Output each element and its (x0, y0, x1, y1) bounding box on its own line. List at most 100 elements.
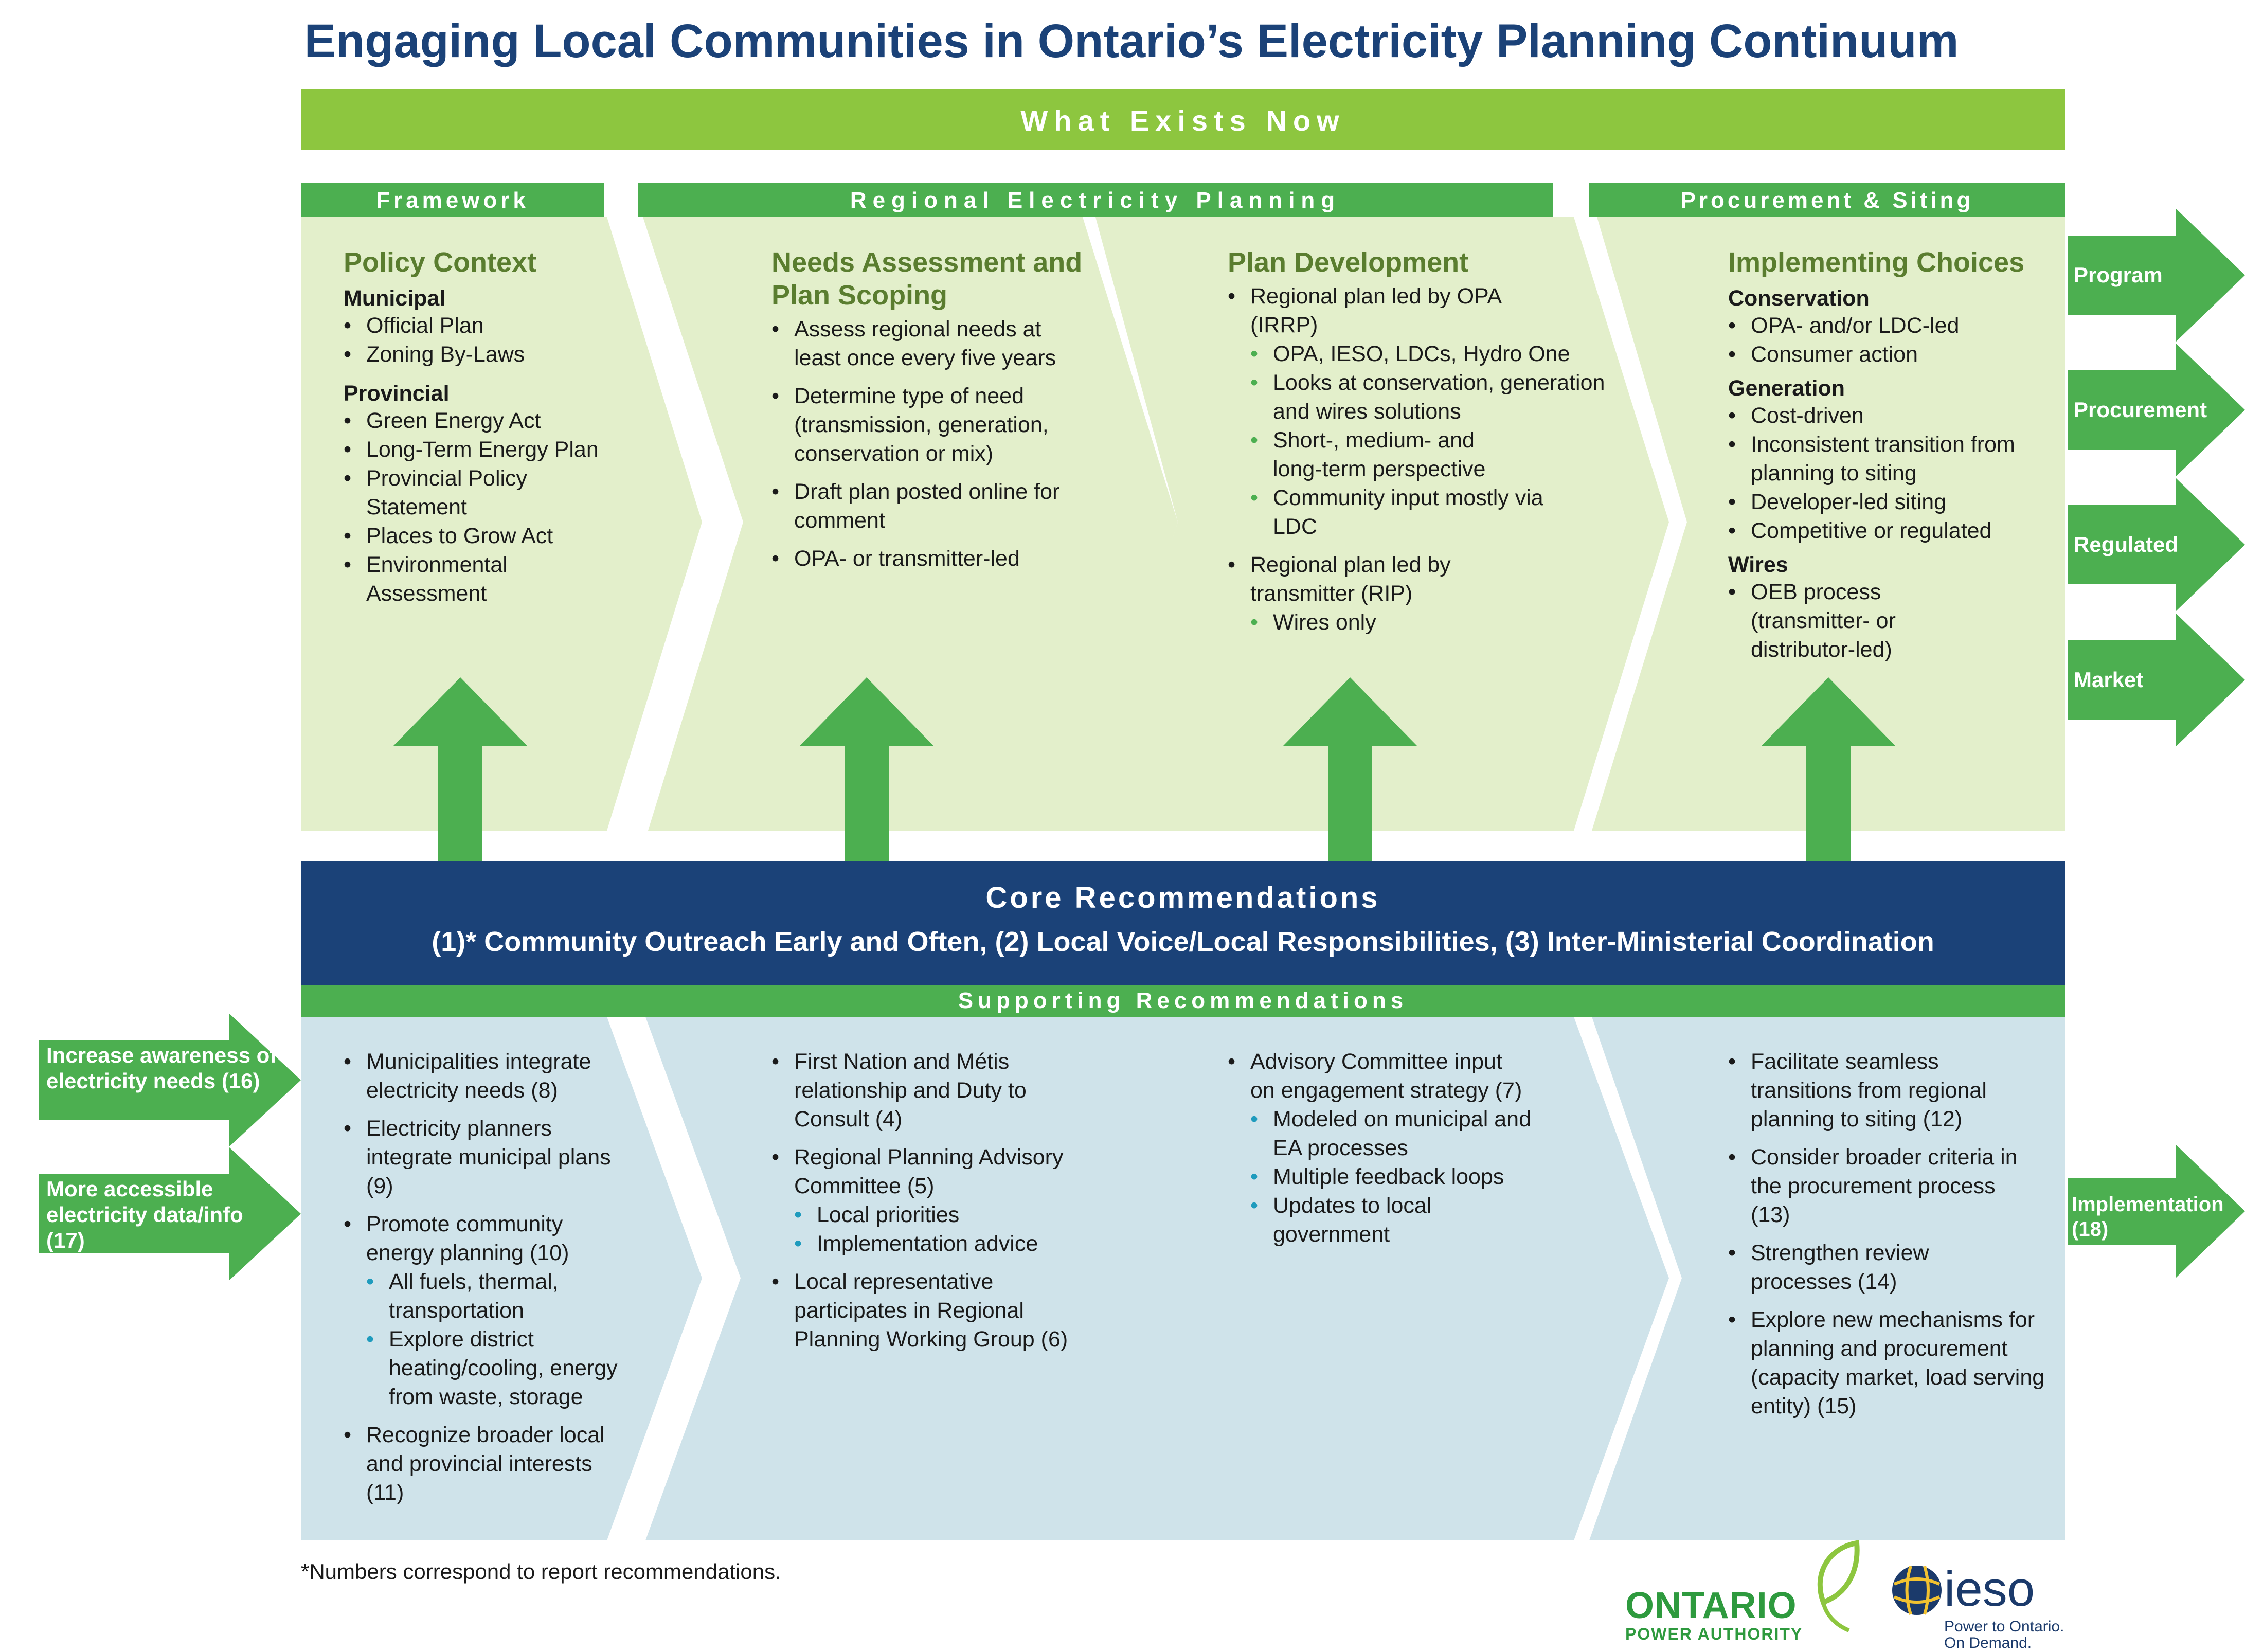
list-item: Green Energy Act (344, 406, 632, 435)
list-item: Assess regional needs at least once ever… (771, 315, 1090, 372)
top-bar-shape (301, 89, 2065, 150)
up-arrow-3-stem (1328, 746, 1372, 861)
list-item: Regional Planning Advisory Committee (5) (771, 1143, 1072, 1200)
list-item: Recognize broader local and provincial i… (344, 1421, 613, 1507)
sub-list-item: Short-, medium- and long-term perspectiv… (1250, 426, 1520, 483)
up-arrow-1-stem (438, 746, 482, 861)
data-arrow-label: More accessible electricity data/info (1… (46, 1177, 243, 1252)
list-item: Regional plan led by OPA (IRRP) (1228, 282, 1507, 339)
list-item: Facilitate seamless transitions from reg… (1728, 1047, 2039, 1134)
right-arrow-program (2068, 208, 2245, 342)
what-exists-now-label: What Exists Now (1020, 104, 1345, 137)
sub-list-item: Multiple feedback loops (1250, 1162, 1510, 1191)
list-item: Strengthen review processes (14) (1728, 1238, 1998, 1296)
opa-logo-sub: POWER AUTHORITY (1625, 1625, 1803, 1643)
regional-label: Regional Electricity Planning (850, 188, 1341, 213)
sub-list-item: Implementation advice (794, 1229, 1090, 1258)
list-item: Electricity planners integrate municipal… (344, 1114, 613, 1200)
procurement-bar-shape (1589, 183, 2065, 217)
sub-list-item: Updates to local government (1250, 1191, 1510, 1249)
list-item: Environmental Assessment (344, 550, 551, 608)
sub-list-item: OPA, IESO, LDCs, Hydro One (1250, 339, 1619, 368)
supporting-bar-shape (301, 985, 2065, 1017)
list-item: Regional plan led by transmitter (RIP) (1228, 550, 1518, 608)
list-item: Official Plan (344, 311, 632, 340)
municipal-heading: Municipal (344, 286, 446, 311)
sub-list-item: Wires only (1250, 608, 1619, 637)
list-item: Consider broader criteria in the procure… (1728, 1143, 2039, 1229)
procurement-arrow-label: Procurement (2074, 398, 2207, 422)
list-item: Places to Grow Act (344, 522, 632, 550)
list-item: Local representative participates in Reg… (771, 1267, 1072, 1354)
up-arrow-2 (800, 677, 933, 746)
support-column-3: Advisory Committee input on engagement s… (1228, 1044, 1547, 1249)
list-item: Developer-led siting (1728, 488, 2057, 516)
list-item: Long-Term Energy Plan (344, 435, 632, 464)
conservation-heading: Conservation (1728, 286, 1870, 311)
list-item: Promote community energy planning (10) (344, 1210, 634, 1267)
ieso-globe-shape (1892, 1566, 1942, 1615)
list-item: OPA- and/or LDC-led (1728, 311, 2057, 340)
program-arrow-label: Program (2074, 263, 2163, 287)
core-recommendations-items: (1)* Community Outreach Early and Often,… (432, 926, 1934, 957)
support-column-4: Facilitate seamless transitions from reg… (1728, 1044, 2057, 1421)
list-item: Consumer action (1728, 340, 2057, 369)
core-band-shape (301, 861, 2065, 985)
list-item: Cost-driven (1728, 401, 2057, 430)
list-item: OEB process (transmitter- or distributor… (1728, 578, 1998, 664)
ieso-logo-name: ieso (1944, 1561, 2035, 1617)
awareness-arrow-label: Increase awareness of electricity needs … (46, 1043, 277, 1093)
policy-title: Policy Context (344, 247, 537, 278)
provincial-heading: Provincial (344, 381, 450, 406)
implementing-column: Implementing Choices Conservation OPA- a… (1728, 246, 2057, 664)
policy-column: Policy Context Municipal Official Plan Z… (344, 246, 632, 608)
up-arrow-4 (1762, 677, 1895, 746)
framework-bar-shape (301, 183, 604, 217)
sub-list-item: Looks at conservation, generation and wi… (1250, 368, 1619, 426)
up-arrow-2-stem (845, 746, 889, 861)
right-arrow-regulated (2068, 478, 2245, 612)
procurement-label: Procurement & Siting (1680, 188, 1974, 213)
supporting-recommendations-label: Supporting Recommendations (958, 988, 1408, 1013)
sub-list-item: All fuels, thermal, transportation (366, 1267, 605, 1325)
plan-column: Plan Development Regional plan led by OP… (1228, 246, 1619, 637)
framework-label: Framework (376, 188, 529, 213)
right-arrow-implementation (2068, 1144, 2245, 1278)
footnote: *Numbers correspond to report recommenda… (301, 1559, 781, 1584)
left-arrow-data (39, 1147, 301, 1281)
support-column-1: Municipalities integrate electricity nee… (344, 1044, 662, 1507)
list-item: Advisory Committee input on engagement s… (1228, 1047, 1528, 1105)
regulated-arrow-label: Regulated (2074, 532, 2179, 556)
up-arrow-3 (1283, 677, 1417, 746)
list-item: OPA- or transmitter-led (771, 544, 1090, 573)
list-item: Determine type of need (transmission, ge… (771, 382, 1090, 468)
opa-leaf-shape (1817, 1540, 1860, 1606)
implementation-arrow-label: Implementation (18) (2072, 1193, 2224, 1241)
list-item: Explore new mechanisms for planning and … (1728, 1305, 2059, 1421)
wires-heading: Wires (1728, 552, 1788, 577)
ieso-logo-tag1: Power to Ontario. (1944, 1618, 2064, 1635)
up-arrow-1 (393, 677, 527, 746)
list-item: Zoning By-Laws (344, 340, 632, 369)
sub-list-item: Explore district heating/cooling, energy… (366, 1325, 646, 1411)
opa-logo-main: ONTARIO (1625, 1585, 1797, 1626)
list-item: Competitive or regulated (1728, 516, 2057, 545)
generation-heading: Generation (1728, 376, 1845, 401)
sub-list-item: Community input mostly via LDC (1250, 483, 1561, 541)
sub-list-item: Modeled on municipal and EA processes (1250, 1105, 1540, 1162)
market-arrow-label: Market (2074, 668, 2144, 692)
list-item: First Nation and Métis relationship and … (771, 1047, 1072, 1134)
right-arrow-procurement (2068, 343, 2245, 477)
needs-column: Needs Assessment and Plan Scoping Assess… (771, 246, 1090, 573)
regional-bar-shape (638, 183, 1553, 217)
list-item: Draft plan posted online for comment (771, 477, 1082, 535)
sub-list-item: Local priorities (794, 1200, 1090, 1229)
needs-title: Needs Assessment and Plan Scoping (771, 247, 1083, 311)
support-column-2: First Nation and Métis relationship and … (771, 1044, 1090, 1354)
list-item: Municipalities integrate electricity nee… (344, 1047, 644, 1105)
list-item: Provincial Policy Statement (344, 464, 551, 522)
implementing-title: Implementing Choices (1728, 247, 2025, 278)
up-arrow-4-stem (1806, 746, 1851, 861)
opa-logo: ONTARIO POWER AUTHORITY (1625, 1587, 1803, 1643)
ieso-logo-tag2: On Demand. (1944, 1635, 2032, 1651)
